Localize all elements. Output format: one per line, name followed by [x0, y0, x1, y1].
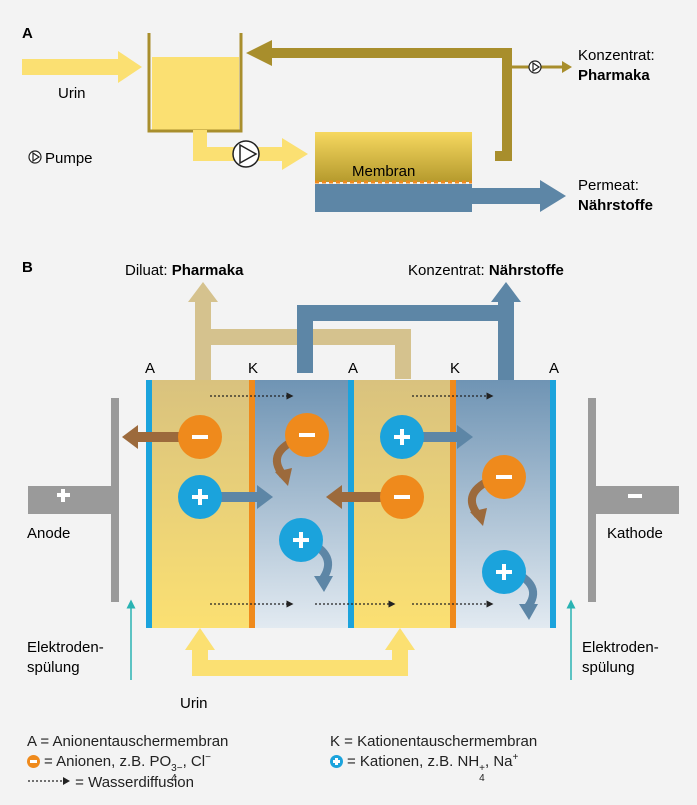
urine-inflow-arrow: [22, 51, 142, 83]
urine-feed-pipe: [185, 628, 415, 676]
urine-b-label: Urin: [180, 695, 208, 712]
konzentrat-b-label: Konzentrat: Nährstoffe: [408, 262, 564, 279]
cation-2: [279, 518, 323, 562]
storage-tank: [147, 33, 243, 133]
pump-legend-label: Pumpe: [45, 150, 93, 167]
cation-membrane-1: [249, 380, 255, 628]
panel-a-konzentrat-label: Konzentrat:: [578, 47, 655, 64]
panel-a-letter: A: [22, 25, 33, 42]
cation-4: [482, 550, 526, 594]
panel-a-konzentrat-product: Pharmaka: [578, 67, 650, 84]
panel-a-permeat-product: Nährstoffe: [578, 197, 653, 214]
anion-legend-icon: [27, 755, 40, 768]
membrane-label-k1: K: [248, 360, 258, 377]
water-diffusion-arrows: [210, 392, 494, 608]
panel-b-letter: B: [22, 259, 33, 276]
ion-exchange-membranes: [146, 380, 556, 628]
membrane-letters: A K A K A: [145, 360, 559, 377]
cation-3: [380, 415, 424, 459]
anion-membrane-3: [550, 380, 556, 628]
legend-cations: = Kationen, z.B. NH+4, Na+: [330, 752, 518, 784]
anion-4: [482, 455, 526, 499]
membrane-label-a2: A: [348, 360, 358, 377]
anion-membrane-1: [146, 380, 152, 628]
left-flush-label-1: Elektroden-: [27, 639, 104, 656]
anion-2: [285, 413, 329, 457]
water-diffusion-legend-icon: [28, 777, 70, 785]
right-flush-label-1: Elektroden-: [582, 639, 659, 656]
panel-a-permeat-label: Permeat:: [578, 177, 639, 194]
panel-a-urin-label: Urin: [58, 85, 86, 102]
anion-membrane-2: [348, 380, 354, 628]
panel-a-membran-label: Membran: [352, 163, 415, 180]
ion-migration-arrows: [122, 425, 538, 620]
anode-label: Anode: [27, 525, 70, 542]
pump-legend-icon: [28, 150, 42, 164]
concentrate-outflow-pipe: [297, 282, 521, 380]
anion-1: [178, 415, 222, 459]
anion-3: [380, 475, 424, 519]
pump-icon: [232, 140, 260, 168]
kathode-label: Kathode: [607, 525, 663, 542]
kathode: [588, 398, 679, 602]
left-flush-label-2: spülung: [27, 659, 80, 676]
cation-legend-icon: [330, 755, 343, 768]
small-pump-icon: [528, 60, 542, 74]
legend-a-definition: A = Anionentauschermembran: [27, 733, 229, 750]
diluat-label: Diluat: Pharmaka: [125, 262, 244, 279]
cation-1: [178, 475, 222, 519]
right-flush-label-2: spülung: [582, 659, 635, 676]
legend-k-definition: K = Kationentauschermembran: [330, 733, 538, 750]
membrane-label-a1: A: [145, 360, 155, 377]
membrane-label-k2: K: [450, 360, 460, 377]
permeate-outflow-arrow: [472, 180, 566, 212]
legend-water-diffusion: = Wasserdiffusion: [27, 774, 194, 791]
membrane-label-a3: A: [549, 360, 559, 377]
anode: [28, 398, 119, 602]
cation-membrane-2: [450, 380, 456, 628]
membrane-unit: [315, 132, 472, 212]
